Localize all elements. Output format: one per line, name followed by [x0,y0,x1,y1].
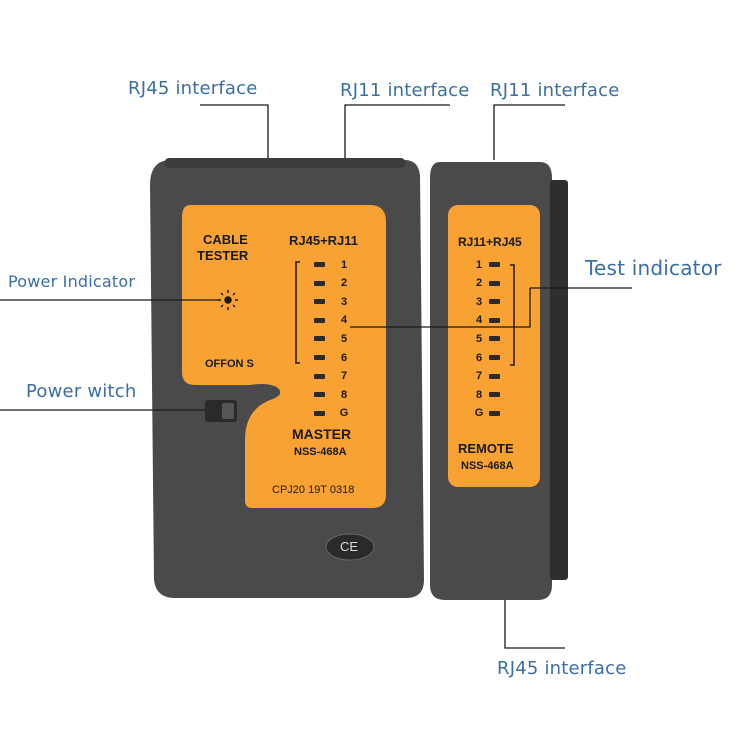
master-led-number: G [339,407,349,420]
master-led-8 [314,392,325,398]
master-led-row: 8 [314,386,351,403]
remote-led-number: 5 [475,332,483,345]
master-led-row: 3 [314,293,351,310]
master-led-number: 1 [340,258,348,271]
remote-led-number: G [474,407,484,420]
master-led-G [314,410,325,416]
master-led-3 [314,299,325,305]
remote-led-bracket [510,264,515,366]
remote-led-row: 4 [472,312,500,329]
remote-led-6 [489,355,500,360]
master-serial: CPJ20 19T 0318 [272,484,355,496]
master-model: NSS-468A [294,446,347,458]
remote-led-row: 6 [472,349,500,366]
master-led-6 [314,355,325,360]
remote-led-number: 3 [475,295,483,308]
remote-name: REMOTE [458,441,514,456]
master-led-number: 8 [340,388,348,401]
callout-rj45-bottom: RJ45 interface [497,658,627,679]
remote-led-5 [489,336,500,342]
master-panel [182,205,386,508]
remote-led-number: 1 [475,258,483,271]
remote-led-number: 7 [475,370,483,383]
leader-rj45-bottom [504,600,565,649]
master-led-2 [314,280,325,286]
power-indicator-led [218,290,238,310]
remote-model: NSS-468A [461,460,514,472]
master-led-number: 7 [340,370,348,383]
remote-side-rail [550,180,568,580]
remote-led-number: 2 [475,277,483,290]
leader-test-master [350,288,531,328]
callout-power-indicator: Power Indicator [8,272,136,291]
master-led-row: 2 [314,275,351,292]
remote-ports-label: RJ11+RJ45 [458,235,522,249]
master-title-line1: CABLE [203,232,248,247]
master-switch-label: OFFON S [205,358,254,370]
remote-led-number: 8 [475,388,483,401]
master-led-number: 6 [340,351,348,364]
master-led-1 [314,262,325,267]
remote-led-4 [489,317,500,323]
master-led-row: 7 [314,368,351,385]
remote-led-number: 4 [475,314,483,327]
remote-led-number: 6 [475,351,483,364]
master-title-line2: TESTER [197,248,249,263]
remote-led-3 [489,299,500,305]
callout-rj11-master: RJ11 interface [340,80,470,101]
master-led-row: 6 [314,349,351,366]
leader-rj11-master [344,104,450,158]
callout-test-indicator: Test indicator [585,256,722,280]
master-ports-label: RJ45+RJ11 [289,233,359,248]
ce-mark-text: CE [340,539,359,554]
remote-led-row: 2 [472,275,500,292]
master-led-bracket [295,261,300,364]
remote-led-8 [489,392,500,398]
remote-led-row: 3 [472,293,500,310]
callout-rj11-remote: RJ11 interface [490,80,620,101]
callout-power-switch: Power witch [26,381,137,402]
master-led-number: 5 [340,332,348,345]
remote-led-1 [489,262,500,267]
remote-panel [448,205,540,487]
master-led-4 [314,317,325,323]
remote-led-G [489,410,500,416]
remote-led-row: 5 [472,330,500,347]
master-led-row: G [314,405,351,422]
master-led-row: 5 [314,330,351,347]
remote-led-2 [489,280,500,286]
master-led-row: 1 [314,256,351,273]
leader-rj11-remote [493,104,565,160]
ce-badge [325,533,375,561]
master-name: MASTER [292,426,352,442]
master-led-number: 3 [340,295,348,308]
remote-led-row: 1 [472,256,500,273]
remote-led-row: G [472,405,500,422]
remote-led-7 [489,373,500,379]
remote-led-row: 8 [472,386,500,403]
master-top-ridge [165,158,405,168]
remote-led-row: 7 [472,368,500,385]
master-led-5 [314,336,325,342]
master-led-row: 4 [314,312,351,329]
leader-rj45-top [200,104,269,158]
master-led-number: 4 [340,314,348,327]
callout-rj45-top: RJ45 interface [128,78,258,99]
master-led-number: 2 [340,277,348,290]
master-led-7 [314,373,325,379]
